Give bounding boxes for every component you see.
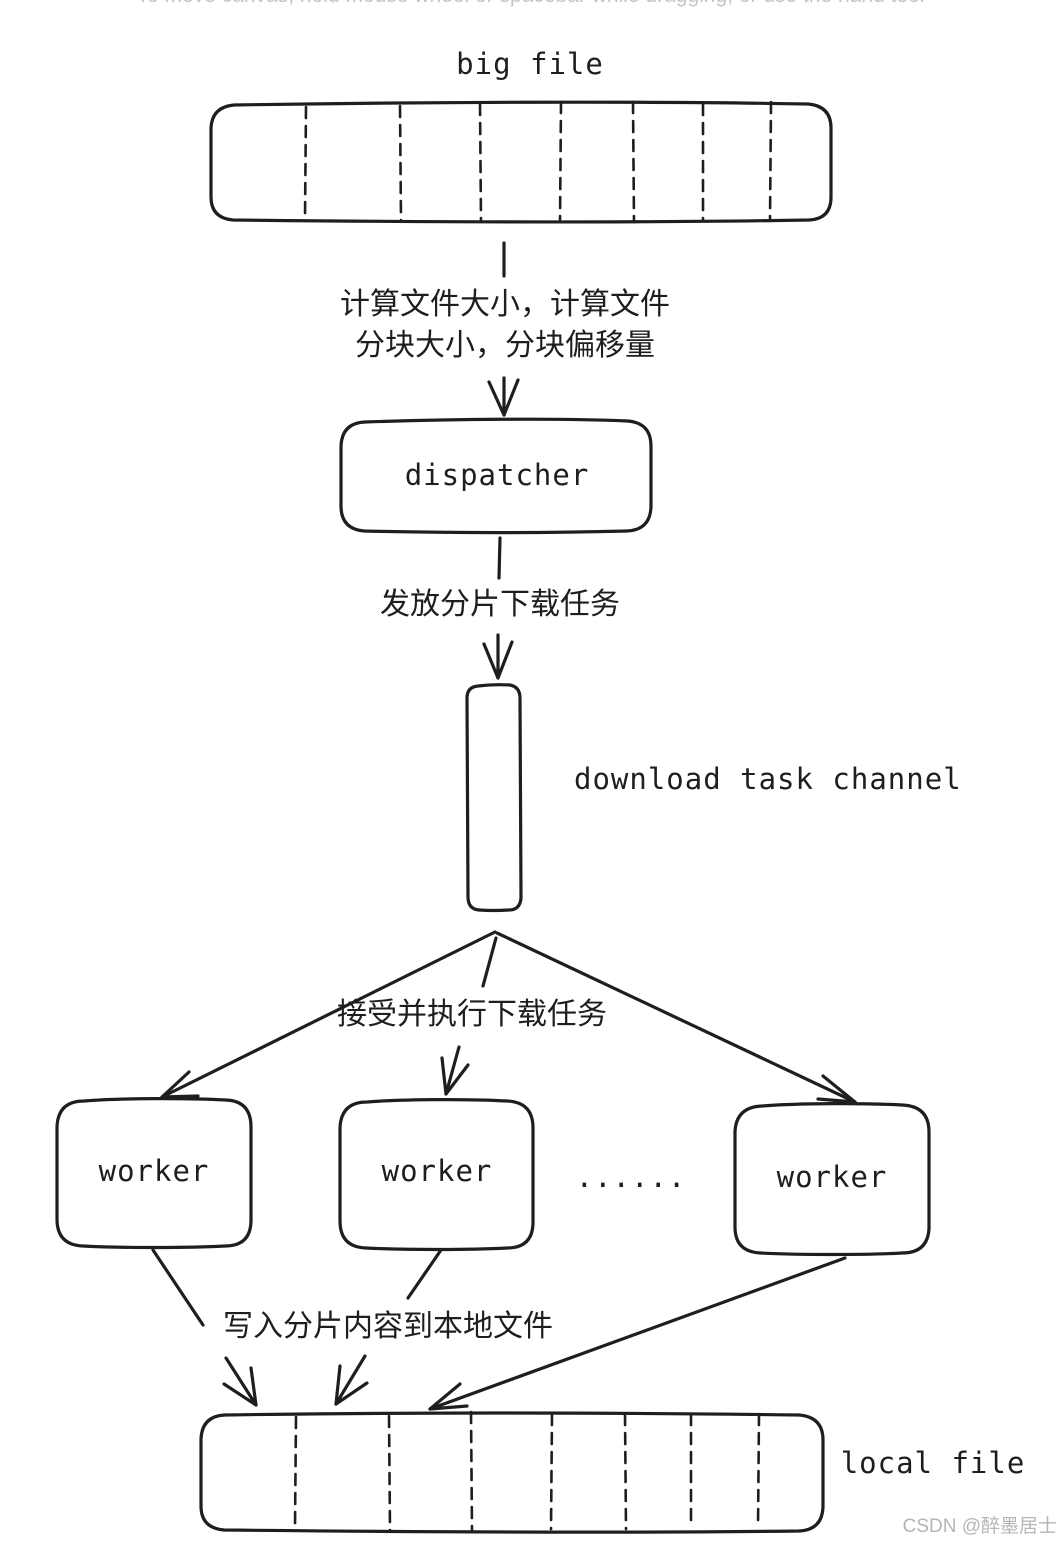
arrow-channel-to-worker-3[interactable] — [495, 931, 857, 1104]
local-file-bar[interactable] — [199, 1410, 825, 1534]
worker-label-2: worker — [382, 1154, 493, 1188]
arrow-worker-3-to-local-file[interactable] — [428, 1256, 847, 1411]
arrow-channel-to-worker-2[interactable] — [440, 936, 498, 1096]
worker-label-1: worker — [99, 1154, 210, 1188]
worker-box-1[interactable]: worker — [55, 1097, 253, 1250]
big-file-label: big file — [456, 47, 604, 81]
canvas-hint: To move canvas, hold mouse wheel or spac… — [0, 0, 1061, 8]
dispatch-label: 发放分片下载任务 — [380, 587, 620, 622]
channel-label: download task channel — [574, 762, 962, 796]
dispatcher-label: dispatcher — [405, 458, 590, 492]
write-label: 写入分片内容到本地文件 — [223, 1309, 553, 1344]
dispatcher-box[interactable]: dispatcher — [339, 417, 653, 535]
compute-label-line2: 分块大小，分块偏移量 — [355, 328, 655, 363]
arrow-bigfile-to-dispatcher[interactable] — [487, 241, 520, 417]
local-file-label: local file — [841, 1446, 1026, 1480]
big-file-bar[interactable] — [209, 100, 833, 224]
watermark: CSDN @醉墨居士 — [902, 1516, 1057, 1537]
arrow-worker-2-to-local-file[interactable] — [334, 1248, 443, 1406]
worker-box-2[interactable]: worker — [338, 1098, 535, 1252]
worker-box-3[interactable]: worker — [733, 1102, 931, 1257]
receive-label: 接受并执行下载任务 — [337, 997, 607, 1032]
compute-label-line1: 计算文件大小，计算文件 — [340, 287, 670, 322]
worker-label-3: worker — [777, 1160, 888, 1194]
arrow-worker-1-to-local-file[interactable] — [151, 1248, 258, 1407]
arrow-dispatcher-to-channel[interactable] — [482, 536, 514, 680]
arrow-channel-to-worker-1[interactable] — [160, 930, 497, 1099]
download-task-channel[interactable] — [465, 683, 523, 913]
ellipsis: ...... — [576, 1160, 687, 1194]
